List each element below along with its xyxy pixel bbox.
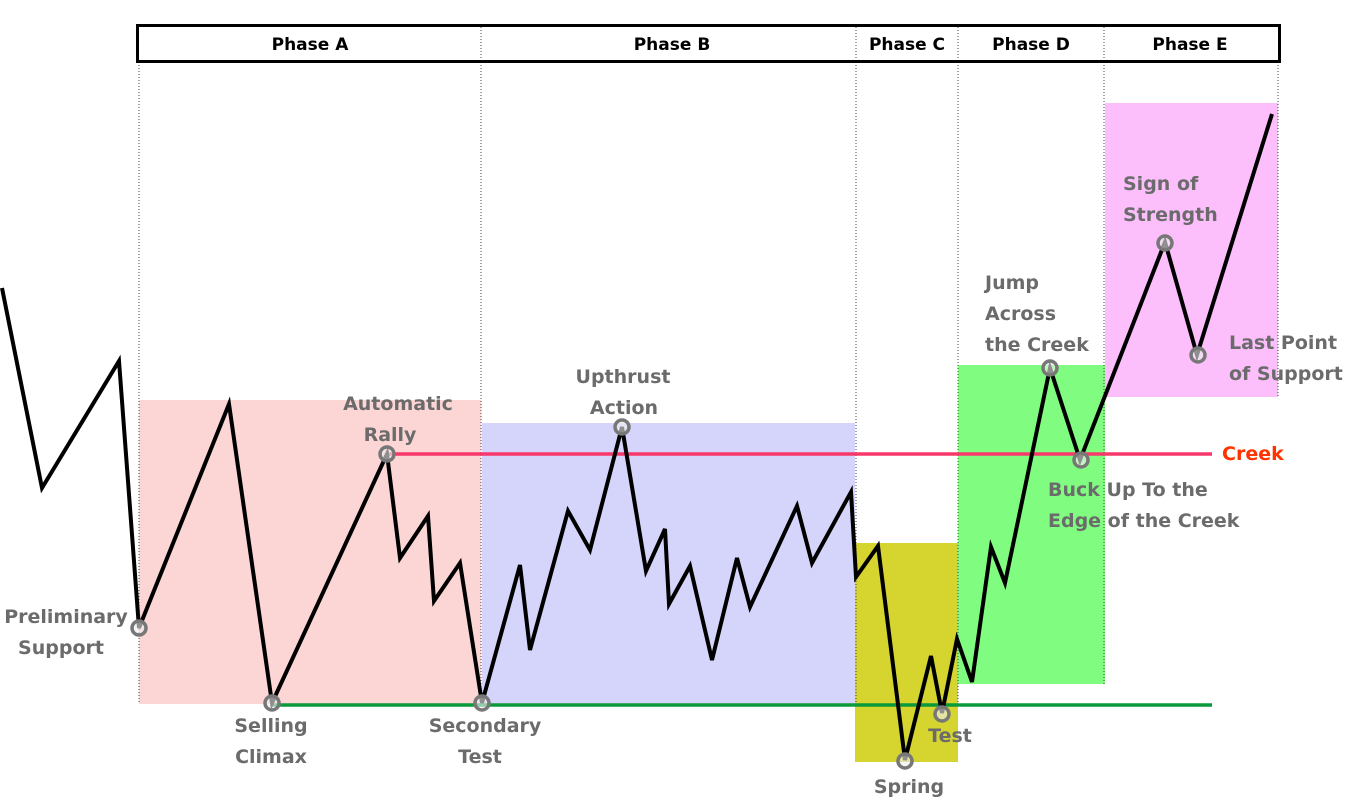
jac-marker	[1041, 359, 1059, 377]
ar-marker	[378, 445, 396, 463]
phase-d-label: Phase D	[992, 35, 1070, 55]
ps-marker	[130, 619, 148, 637]
phase-c-label: Phase C	[869, 35, 945, 55]
phase-e-zone	[1105, 103, 1278, 397]
lps-marker	[1189, 346, 1207, 364]
phase-b-label: Phase B	[634, 35, 711, 55]
sc-marker	[263, 694, 281, 712]
bue-marker	[1072, 451, 1090, 469]
spring-marker	[896, 752, 914, 770]
creek-label: Creek	[1222, 443, 1284, 465]
phase-d-zone	[958, 365, 1105, 684]
test-label: Test	[928, 725, 972, 747]
phase-dividers	[138, 62, 1279, 704]
phase-e-label: Phase E	[1152, 35, 1227, 55]
st-marker	[473, 694, 491, 712]
spring-label: Spring	[874, 776, 944, 798]
phase-a-label: Phase A	[272, 35, 350, 55]
phase-header: Phase A Phase B Phase C Phase D Phase E	[136, 24, 1281, 63]
sos-marker	[1156, 234, 1174, 252]
ua-marker	[613, 418, 631, 436]
phase-a-zone	[139, 400, 481, 704]
phase-c-zone	[855, 543, 958, 762]
price-path	[0, 113, 1274, 761]
event-markers	[130, 234, 1207, 770]
test-marker	[933, 705, 951, 723]
